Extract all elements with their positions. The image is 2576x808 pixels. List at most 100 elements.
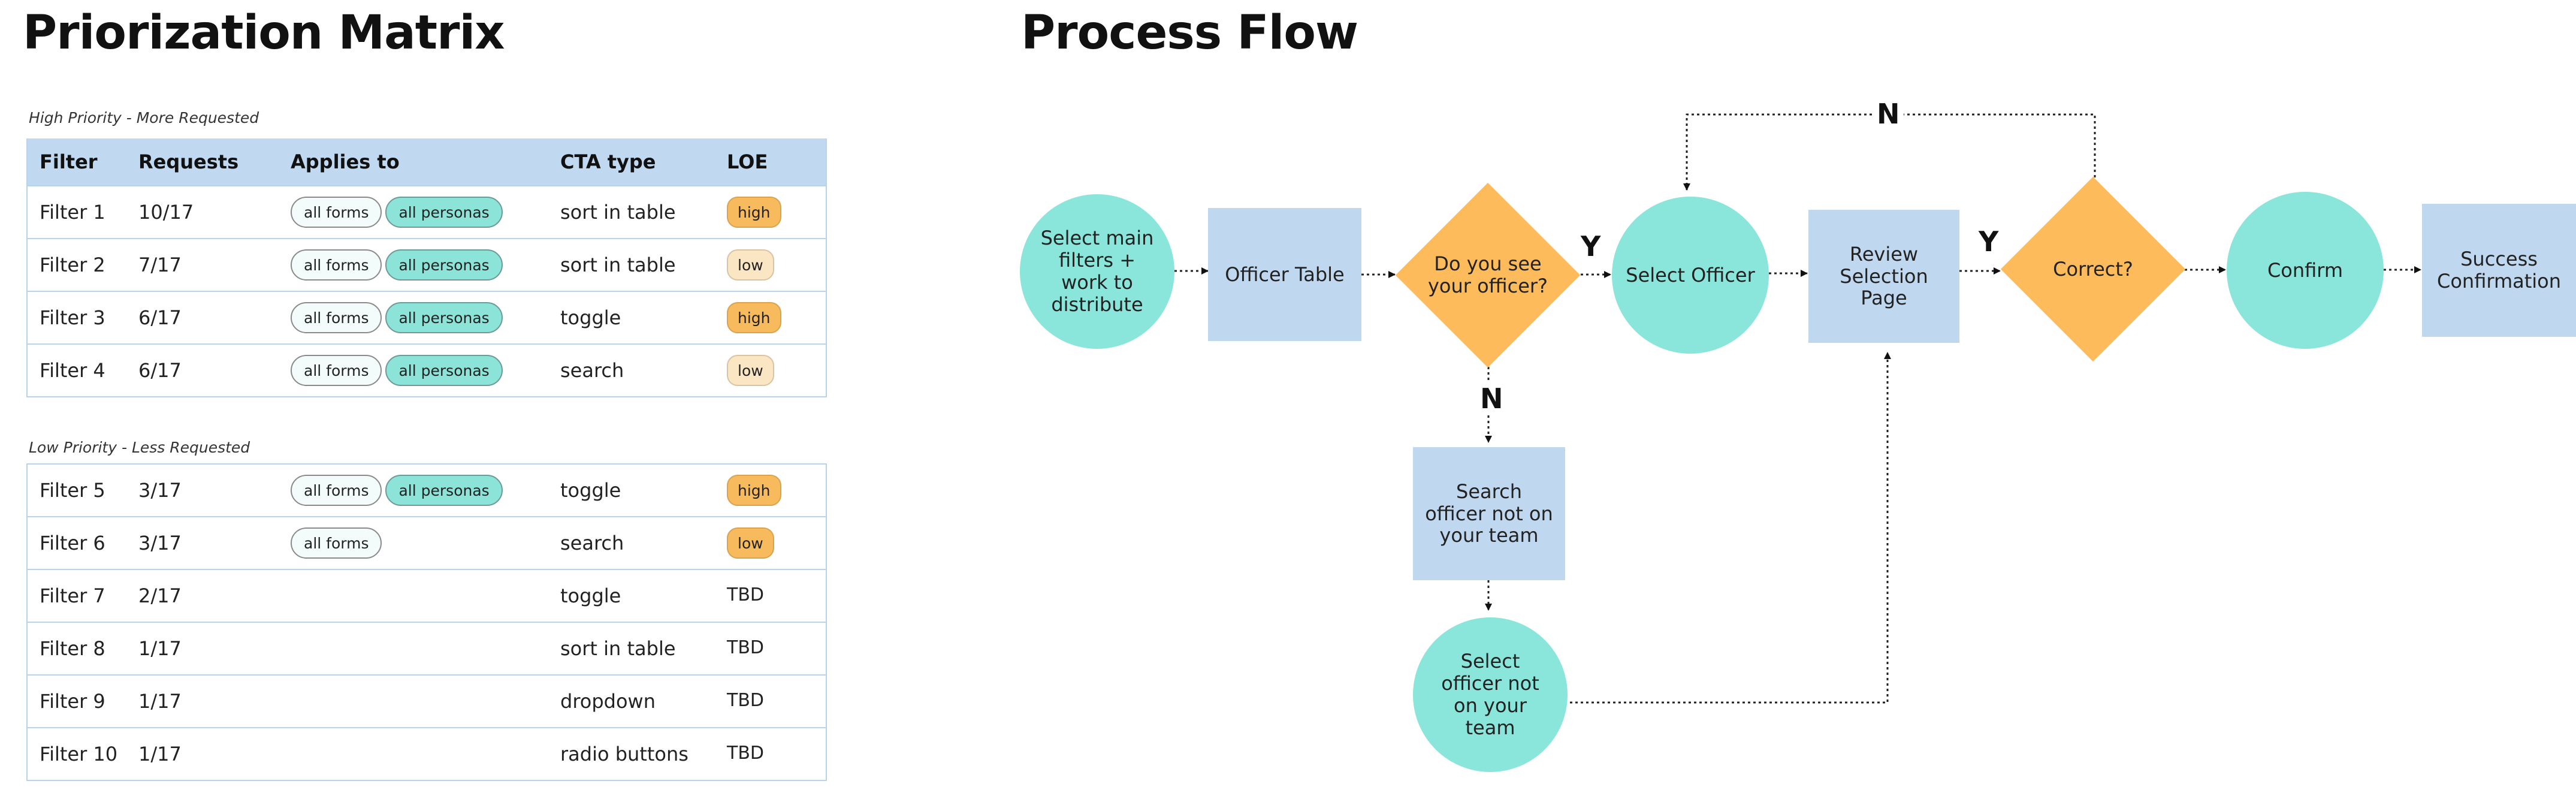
yes-label-correct: Y <box>1975 225 2003 258</box>
all-personas-tag: all personas <box>385 197 503 228</box>
cta-cell: search <box>548 343 715 397</box>
select-other-officer-node: Select officer not on your team <box>1413 617 1568 772</box>
all-forms-tag: all forms <box>291 197 382 228</box>
all-personas-tag: all personas <box>385 475 503 506</box>
cta-cell: sort in table <box>548 185 715 239</box>
table-row: Filter 7 2/17 toggle TBD <box>26 569 827 623</box>
applies-to-cell <box>279 674 548 728</box>
loe-value: TBD <box>727 584 765 605</box>
table-row: Filter 9 1/17 dropdown TBD <box>26 674 827 728</box>
filter-cell: Filter 1 <box>26 185 126 239</box>
filter-cell: Filter 10 <box>26 727 126 781</box>
officer-table-node: Officer Table <box>1208 208 1361 341</box>
col-header-filter: Filter <box>26 138 126 186</box>
filter-cell: Filter 3 <box>26 291 126 345</box>
cta-cell: toggle <box>548 463 715 517</box>
cta-cell: sort in table <box>548 622 715 676</box>
high-priority-table: Filter Requests Applies to CTA type LOE … <box>26 138 827 397</box>
loe-value: TBD <box>727 743 765 764</box>
loe-badge: high <box>727 475 781 506</box>
matrix-title: Priorization Matrix <box>23 6 505 60</box>
table-row: Filter 8 1/17 sort in table TBD <box>26 622 827 676</box>
see-officer-label: Do you see your officer? <box>1427 252 1548 297</box>
requests-cell: 6/17 <box>126 291 279 345</box>
applies-to-cell <box>279 622 548 676</box>
requests-cell: 3/17 <box>126 516 279 570</box>
filter-cell: Filter 4 <box>26 343 126 397</box>
correct-decision: Correct? <box>2000 176 2186 362</box>
loe-cell: low <box>715 516 827 570</box>
loe-badge: high <box>727 302 781 333</box>
filter-cell: Filter 8 <box>26 622 126 676</box>
high-priority-caption: High Priority - More Requested <box>29 109 259 126</box>
yes-label-see-officer: Y <box>1577 230 1605 263</box>
requests-cell: 1/17 <box>126 622 279 676</box>
success-confirmation-node: Success Confirmation <box>2422 204 2576 337</box>
search-officer-node: Search officer not on your team <box>1413 447 1565 580</box>
applies-to-cell <box>279 727 548 781</box>
arrow-correct-no-loop <box>1683 113 2096 191</box>
filter-cell: Filter 5 <box>26 463 126 517</box>
confirm-node: Confirm <box>2227 192 2384 349</box>
filter-cell: Filter 7 <box>26 569 126 623</box>
cta-cell: dropdown <box>548 674 715 728</box>
all-personas-tag: all personas <box>385 249 503 281</box>
all-forms-tag: all forms <box>291 249 382 281</box>
loe-cell: high <box>715 291 827 345</box>
all-forms-tag: all forms <box>291 475 382 506</box>
loe-badge: high <box>727 197 781 228</box>
loe-value: TBD <box>727 690 765 711</box>
table-row: Filter 6 3/17 all forms search low <box>26 516 827 570</box>
arrow-select-other-to-review <box>1570 352 1891 704</box>
loe-cell: low <box>715 343 827 397</box>
see-officer-decision: Do you see your officer? <box>1395 182 1581 368</box>
no-label-correct: N <box>1873 98 1904 130</box>
flow-title: Process Flow <box>1021 6 1358 60</box>
no-label-see-officer: N <box>1476 382 1507 415</box>
requests-cell: 6/17 <box>126 343 279 397</box>
cta-cell: radio buttons <box>548 727 715 781</box>
requests-cell: 10/17 <box>126 185 279 239</box>
loe-cell: TBD <box>715 569 827 623</box>
loe-badge: low <box>727 249 774 281</box>
loe-cell: low <box>715 238 827 292</box>
correct-label: Correct? <box>2053 257 2133 281</box>
applies-to-cell: all forms <box>279 516 548 570</box>
requests-cell: 1/17 <box>126 727 279 781</box>
applies-to-cell <box>279 569 548 623</box>
requests-cell: 2/17 <box>126 569 279 623</box>
loe-value: TBD <box>727 637 765 658</box>
all-forms-tag: all forms <box>291 302 382 333</box>
all-personas-tag: all personas <box>385 302 503 333</box>
loe-cell: TBD <box>715 674 827 728</box>
loe-cell: high <box>715 463 827 517</box>
all-personas-tag: all personas <box>385 355 503 386</box>
select-officer-node: Select Officer <box>1612 197 1769 354</box>
cta-cell: sort in table <box>548 238 715 292</box>
col-header-requests: Requests <box>126 138 279 186</box>
loe-badge: low <box>727 355 774 386</box>
cta-cell: toggle <box>548 291 715 345</box>
start-node: Select main filters + work to distribute <box>1020 194 1174 349</box>
filter-cell: Filter 2 <box>26 238 126 292</box>
col-header-loe: LOE <box>715 138 827 186</box>
cta-cell: toggle <box>548 569 715 623</box>
all-forms-tag: all forms <box>291 527 382 559</box>
table-row: Filter 10 1/17 radio buttons TBD <box>26 727 827 781</box>
loe-cell: high <box>715 185 827 239</box>
requests-cell: 3/17 <box>126 463 279 517</box>
table-header-row: Filter Requests Applies to CTA type LOE <box>26 138 827 186</box>
col-header-cta-type: CTA type <box>548 138 715 186</box>
requests-cell: 7/17 <box>126 238 279 292</box>
